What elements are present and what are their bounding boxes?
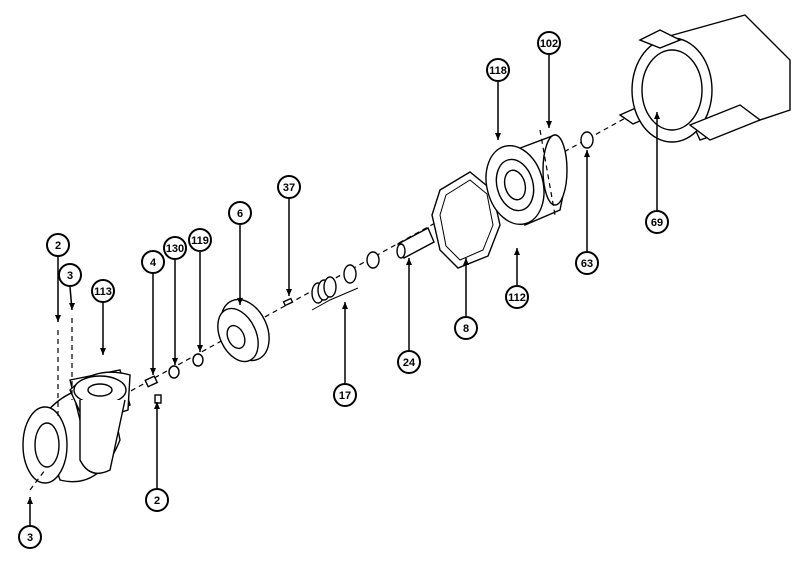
callout-label: 2 xyxy=(55,240,61,252)
callout-24: 24 xyxy=(397,258,421,374)
callout-37: 37 xyxy=(277,175,301,296)
callout-102: 102 xyxy=(537,31,561,128)
callout-circle xyxy=(505,285,529,309)
callout-label: 102 xyxy=(540,38,558,50)
callout-circle xyxy=(645,210,669,234)
callout-4: 4 xyxy=(141,250,165,375)
callout-8: 8 xyxy=(454,258,478,340)
callout-2: 2 xyxy=(46,233,70,322)
arrowhead-icon xyxy=(342,302,348,309)
callout-circle xyxy=(141,250,165,274)
callout-label: 112 xyxy=(508,292,526,304)
small-parts-drawing xyxy=(144,353,204,404)
callout-63: 63 xyxy=(575,150,599,275)
arrowhead-icon xyxy=(150,368,156,375)
callout-layer: 2 3 113 4 130 119 6 37 17 24 8 118 102 112 63 69 2 3 xyxy=(18,31,669,549)
callout-label: 6 xyxy=(237,208,243,220)
arrowhead-icon xyxy=(654,112,660,119)
arrowhead-icon xyxy=(69,303,75,310)
motor-drawing xyxy=(618,14,791,143)
arrowhead-icon xyxy=(100,348,106,355)
arrowhead-icon xyxy=(463,258,469,265)
callout-label: 4 xyxy=(150,257,157,269)
pump-casing-drawing xyxy=(22,369,131,484)
callout-113: 113 xyxy=(91,279,115,355)
callout-2: 2 xyxy=(145,402,169,512)
arrowhead-icon xyxy=(237,298,243,305)
callout-label: 37 xyxy=(283,182,295,194)
callout-label: 63 xyxy=(581,258,593,270)
callout-circle xyxy=(58,263,82,287)
callout-label: 8 xyxy=(463,323,469,335)
callout-circle xyxy=(277,175,301,199)
callout-119: 119 xyxy=(188,228,212,352)
callout-label: 17 xyxy=(339,390,351,402)
key-drawing xyxy=(282,297,294,307)
callout-label: 69 xyxy=(651,217,663,229)
arrowhead-icon xyxy=(286,289,292,296)
callout-circle xyxy=(333,383,357,407)
callout-circle xyxy=(188,228,212,252)
callout-label: 2 xyxy=(154,495,160,507)
arrowhead-icon xyxy=(514,248,520,255)
gasket-drawing xyxy=(431,171,501,269)
callout-circle xyxy=(537,31,561,55)
arrowhead-icon xyxy=(154,402,160,409)
impeller-drawing xyxy=(217,298,270,363)
arrowhead-icon xyxy=(172,358,178,365)
callout-label: 118 xyxy=(489,65,507,77)
callout-circle xyxy=(163,236,187,260)
arrowhead-icon xyxy=(27,497,33,504)
callout-6: 6 xyxy=(228,201,252,305)
callout-17: 17 xyxy=(333,302,357,407)
callout-label: 3 xyxy=(67,270,73,282)
callout-circle xyxy=(18,525,42,549)
callout-label: 3 xyxy=(27,532,33,544)
shaft-sleeve-drawing xyxy=(396,227,435,259)
callout-label: 119 xyxy=(191,235,209,247)
callout-69: 69 xyxy=(645,112,669,234)
callout-label: 113 xyxy=(94,286,112,298)
callout-circle xyxy=(454,316,478,340)
callout-label: 24 xyxy=(403,357,416,369)
callout-circle xyxy=(228,201,252,225)
shaft-seal-drawing xyxy=(311,251,380,311)
callout-circle xyxy=(91,279,115,303)
callout-circle xyxy=(575,251,599,275)
callout-3: 3 xyxy=(58,263,82,311)
arrowhead-icon xyxy=(197,345,203,352)
arrowhead-icon xyxy=(55,315,61,322)
arrowhead-icon xyxy=(406,258,412,265)
callout-circle xyxy=(397,350,421,374)
callout-circle xyxy=(486,58,510,82)
callout-118: 118 xyxy=(486,58,510,140)
callout-label: 130 xyxy=(166,243,184,255)
callout-3: 3 xyxy=(18,497,42,549)
callout-circle xyxy=(46,233,70,257)
arrowhead-icon xyxy=(584,150,590,157)
slinger-drawing xyxy=(580,131,594,149)
arrowhead-icon xyxy=(495,133,501,140)
arrowhead-icon xyxy=(546,121,552,128)
callout-circle xyxy=(145,488,169,512)
callout-112: 112 xyxy=(505,248,529,309)
callout-130: 130 xyxy=(163,236,187,365)
